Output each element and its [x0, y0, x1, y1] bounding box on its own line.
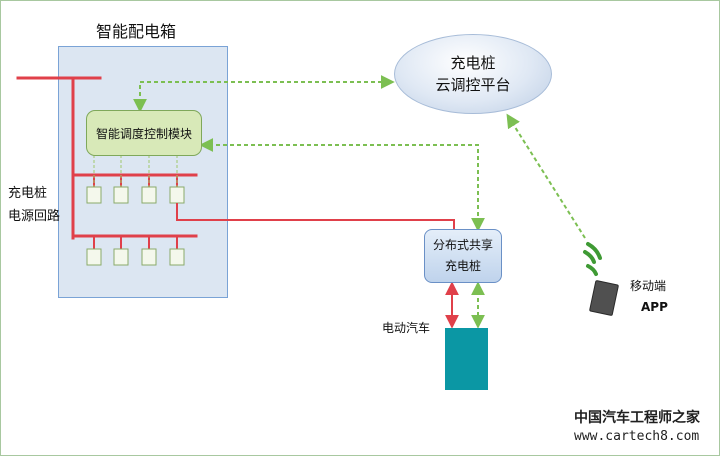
power-circuit-label-line2: 电源回路 — [8, 209, 61, 224]
module-cloud-link — [133, 75, 395, 113]
mobile-cloud-link — [506, 113, 586, 239]
smart-dispatch-module: 智能调度控制模块 — [86, 110, 202, 156]
breakers — [86, 186, 185, 266]
pile-label-line2: 充电桩 — [444, 259, 481, 273]
control-lines — [93, 155, 178, 187]
module-pile-link — [199, 138, 485, 232]
branch-drops — [93, 175, 178, 249]
cloud-label-line1: 充电桩 — [450, 54, 496, 72]
power-circuit-label-line1: 充电桩 — [8, 186, 48, 201]
wireless-signal-icon — [583, 242, 602, 276]
watermark-url: www.cartech8.com — [574, 429, 700, 444]
mobile-label: 移动端 — [630, 279, 667, 293]
pile-label-line1: 分布式共享 — [432, 238, 493, 252]
vehicle-label: 电动汽车 — [382, 321, 431, 335]
electric-vehicle-icon — [445, 328, 488, 390]
cloud-platform: 充电桩 云调控平台 — [394, 34, 552, 114]
power-feed-line — [176, 203, 455, 230]
module-label: 智能调度控制模块 — [95, 126, 192, 141]
distribution-box-title: 智能配电箱 — [96, 22, 177, 41]
shared-charging-pile: 分布式共享 充电桩 — [424, 229, 502, 283]
watermark-title: 中国汽车工程师之家 — [574, 410, 700, 426]
mobile-app-label: APP — [641, 300, 668, 314]
cloud-label-line2: 云调控平台 — [435, 76, 511, 94]
